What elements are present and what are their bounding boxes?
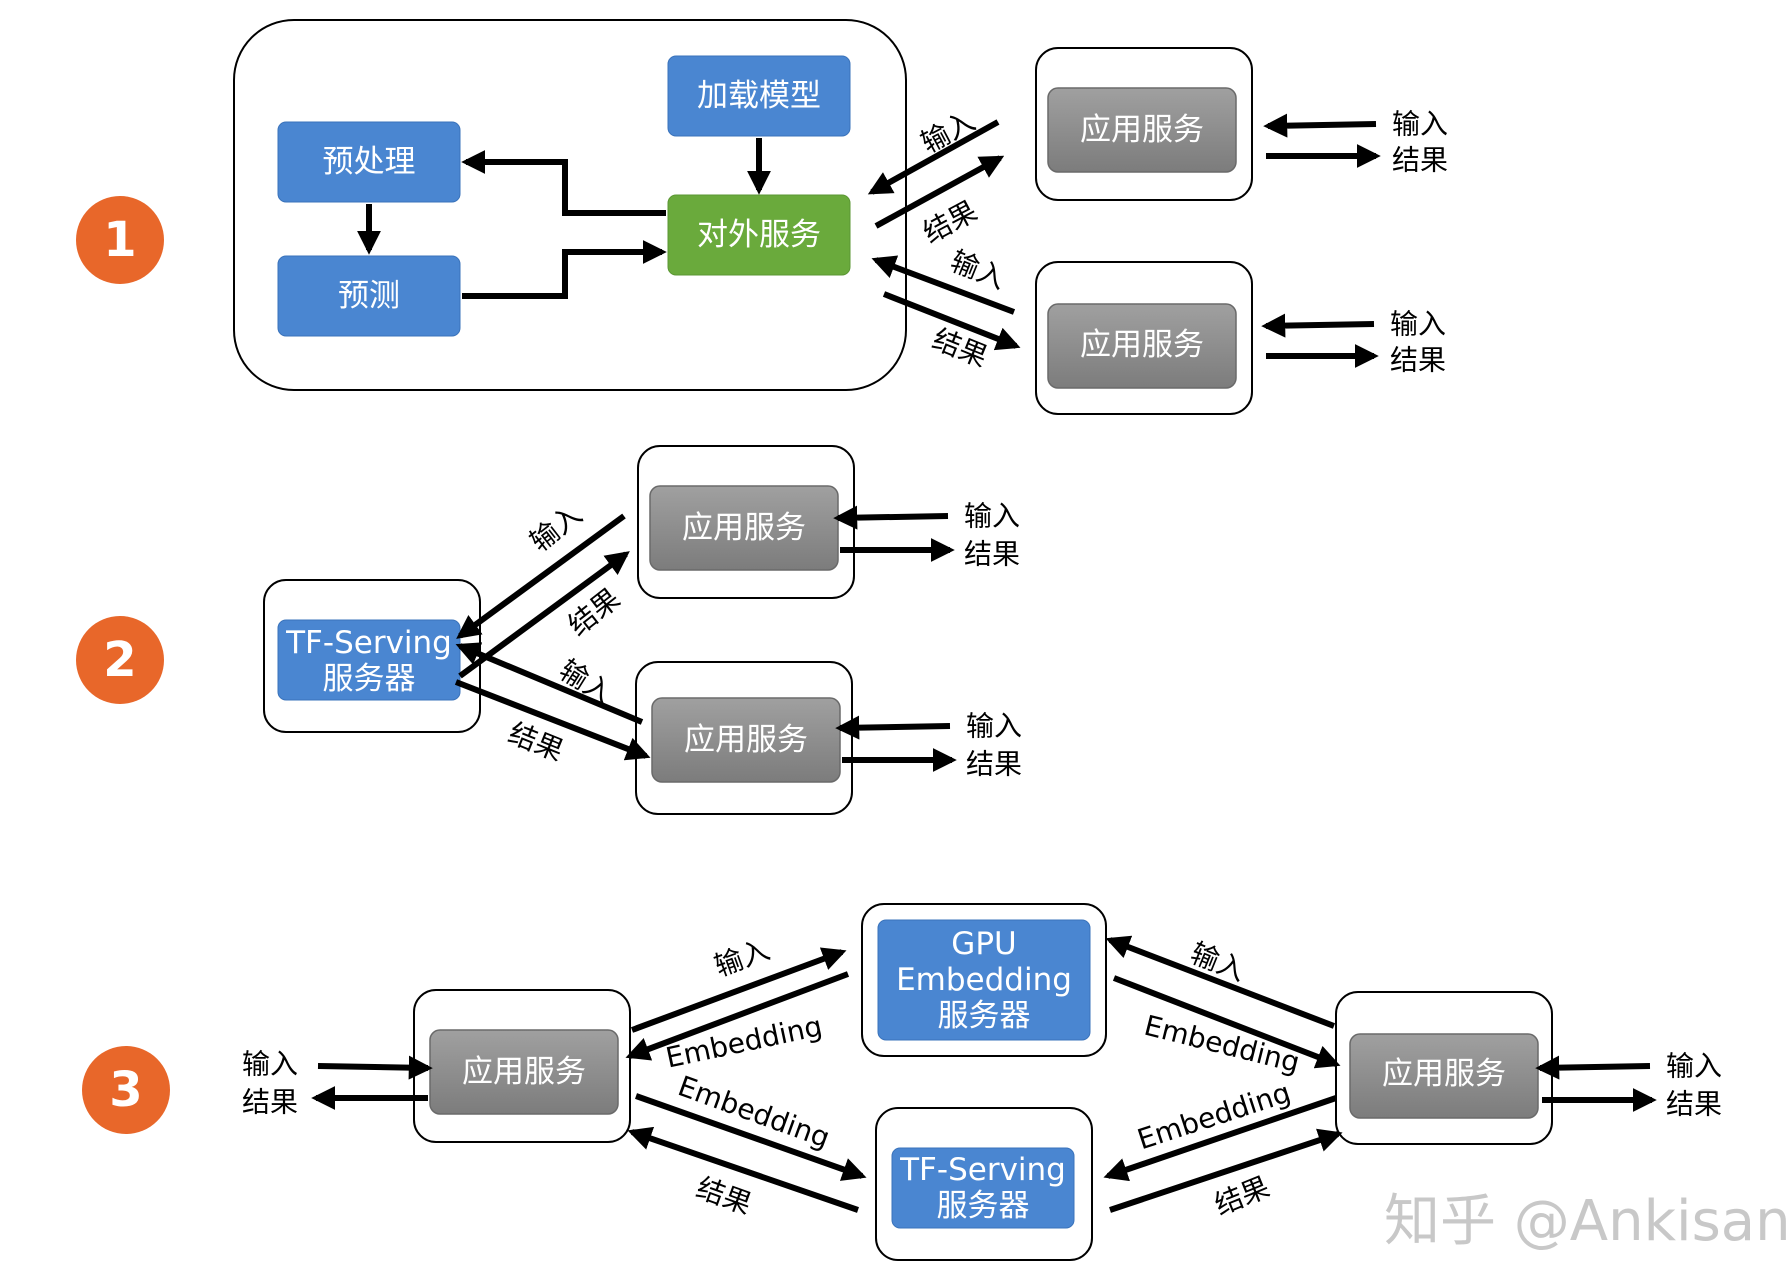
arrow-result-bottom	[882, 291, 1021, 351]
s2-ext-result-bottom: 结果	[966, 748, 1022, 781]
label-result-top: 结果	[918, 194, 983, 249]
s3-arrow-ext-input-right	[1535, 1055, 1651, 1080]
section-2-number: 2	[103, 632, 136, 688]
s3-label-input-left: 输入	[710, 933, 774, 983]
load-model-label: 加载模型	[697, 78, 821, 114]
s2-arrow-ext-input-top	[833, 505, 949, 530]
app-service-top-node	[1047, 87, 1237, 173]
predict-node	[277, 255, 461, 337]
app-service-s2-bottom-node	[651, 697, 841, 783]
arrow-result-top	[874, 155, 1005, 229]
ext-result-bottom: 结果	[1390, 344, 1446, 377]
s3-arrow-embedding-right-to-tf	[1103, 1095, 1337, 1182]
app-service-bottom-node	[1047, 303, 1237, 389]
s3-ext-input-right: 输入	[1666, 1050, 1722, 1083]
preprocess-node	[277, 121, 461, 203]
app-service-bottom-label: 应用服务	[1080, 327, 1204, 363]
section-1-number: 1	[103, 212, 136, 268]
s2-arrow-input-top	[456, 513, 626, 639]
tf-serving-s3-label-1: TF-Serving	[899, 1152, 1066, 1188]
section-1-badge	[76, 196, 164, 284]
external-service-label: 对外服务	[697, 217, 821, 253]
gpu-label-3: 服务器	[938, 998, 1031, 1034]
s3-label-embedding-left-top: Embedding	[663, 1009, 825, 1074]
ext-result-top: 结果	[1392, 144, 1448, 177]
app-service-s3-right-label: 应用服务	[1382, 1056, 1506, 1092]
load-model-node	[667, 55, 851, 137]
ext-input-top: 输入	[1392, 108, 1448, 141]
s2-arrow-input-bottom	[455, 642, 644, 725]
s3-arrow-input-right-to-gpu	[1105, 935, 1336, 1029]
gpu-label-1: GPU	[951, 926, 1016, 962]
s3-ext-input-left: 输入	[242, 1048, 298, 1081]
arrow-service-to-preprocess	[461, 150, 666, 216]
arrow-input-bottom	[871, 255, 1016, 315]
s3-label-result-right: 结果	[1210, 1170, 1274, 1222]
s3-label-result-left: 结果	[692, 1171, 756, 1221]
tf-serving-s3-label-2: 服务器	[937, 1188, 1030, 1224]
predict-label: 预测	[338, 278, 400, 314]
s3-arrow-embedding-from-gpu	[625, 971, 850, 1061]
s2-label-input-bottom: 输入	[554, 653, 619, 711]
arrow-ext-input-bottom	[1261, 313, 1375, 338]
section-3-number: 3	[109, 1062, 142, 1118]
s2-ext-result-top: 结果	[964, 538, 1020, 571]
preprocess-label: 预处理	[323, 144, 416, 180]
section-1: 1 加载模型 预处理 预测 对外服务 应用服务 应用服务 输入 结果 输入 结果	[76, 19, 1448, 415]
ext-input-bottom: 输入	[1390, 308, 1446, 341]
s3-arrow-embedding-to-tf	[634, 1093, 867, 1181]
arrow-predict-to-service	[462, 240, 667, 299]
section-2-badge	[76, 616, 164, 704]
s3-arrow-input-to-gpu	[630, 947, 847, 1033]
s3-label-embedding-left-bottom: Embedding	[674, 1069, 835, 1154]
s2-ext-input-top: 输入	[964, 500, 1020, 533]
section-3-badge	[82, 1046, 170, 1134]
watermark: 知乎 @Ankisan	[1384, 1189, 1790, 1254]
external-service-node	[667, 194, 851, 276]
tf-serving-label-1: TF-Serving	[285, 625, 452, 661]
s3-label-embedding-right-bottom: Embedding	[1133, 1076, 1294, 1156]
app-service-s2-top-label: 应用服务	[682, 510, 806, 546]
s3-ext-result-right: 结果	[1666, 1088, 1722, 1121]
s2-arrow-ext-input-bottom	[835, 715, 951, 740]
app-service-top-label: 应用服务	[1080, 112, 1204, 148]
s3-arrow-ext-input-left	[317, 1055, 433, 1080]
s3-arrow-result-from-tf	[627, 1126, 859, 1213]
arrow-input-top	[867, 119, 1000, 195]
gpu-label-2: Embedding	[896, 962, 1072, 998]
tf-serving-label-2: 服务器	[323, 661, 416, 697]
s3-arrow-embedding-to-right	[1112, 975, 1341, 1069]
arrow-ext-input-top	[1263, 113, 1377, 138]
gpu-embedding-node	[877, 919, 1091, 1041]
section-2: 2 TF-Serving 服务器 应用服务 应用服务 输入 结果 输入 结果 输…	[76, 445, 1022, 815]
app-service-s3-left-label: 应用服务	[462, 1054, 586, 1090]
s3-arrow-result-tf-to-right	[1109, 1128, 1343, 1213]
section-3: 3 GPU Embedding 服务器 TF-Serving 服务器 应用服务 …	[82, 903, 1722, 1261]
app-service-s2-bottom-label: 应用服务	[684, 722, 808, 758]
tf-serving-s3-node	[891, 1147, 1075, 1229]
s2-ext-input-bottom: 输入	[966, 710, 1022, 743]
s2-arrow-result-bottom	[454, 679, 651, 761]
s3-ext-result-left: 结果	[242, 1086, 298, 1119]
